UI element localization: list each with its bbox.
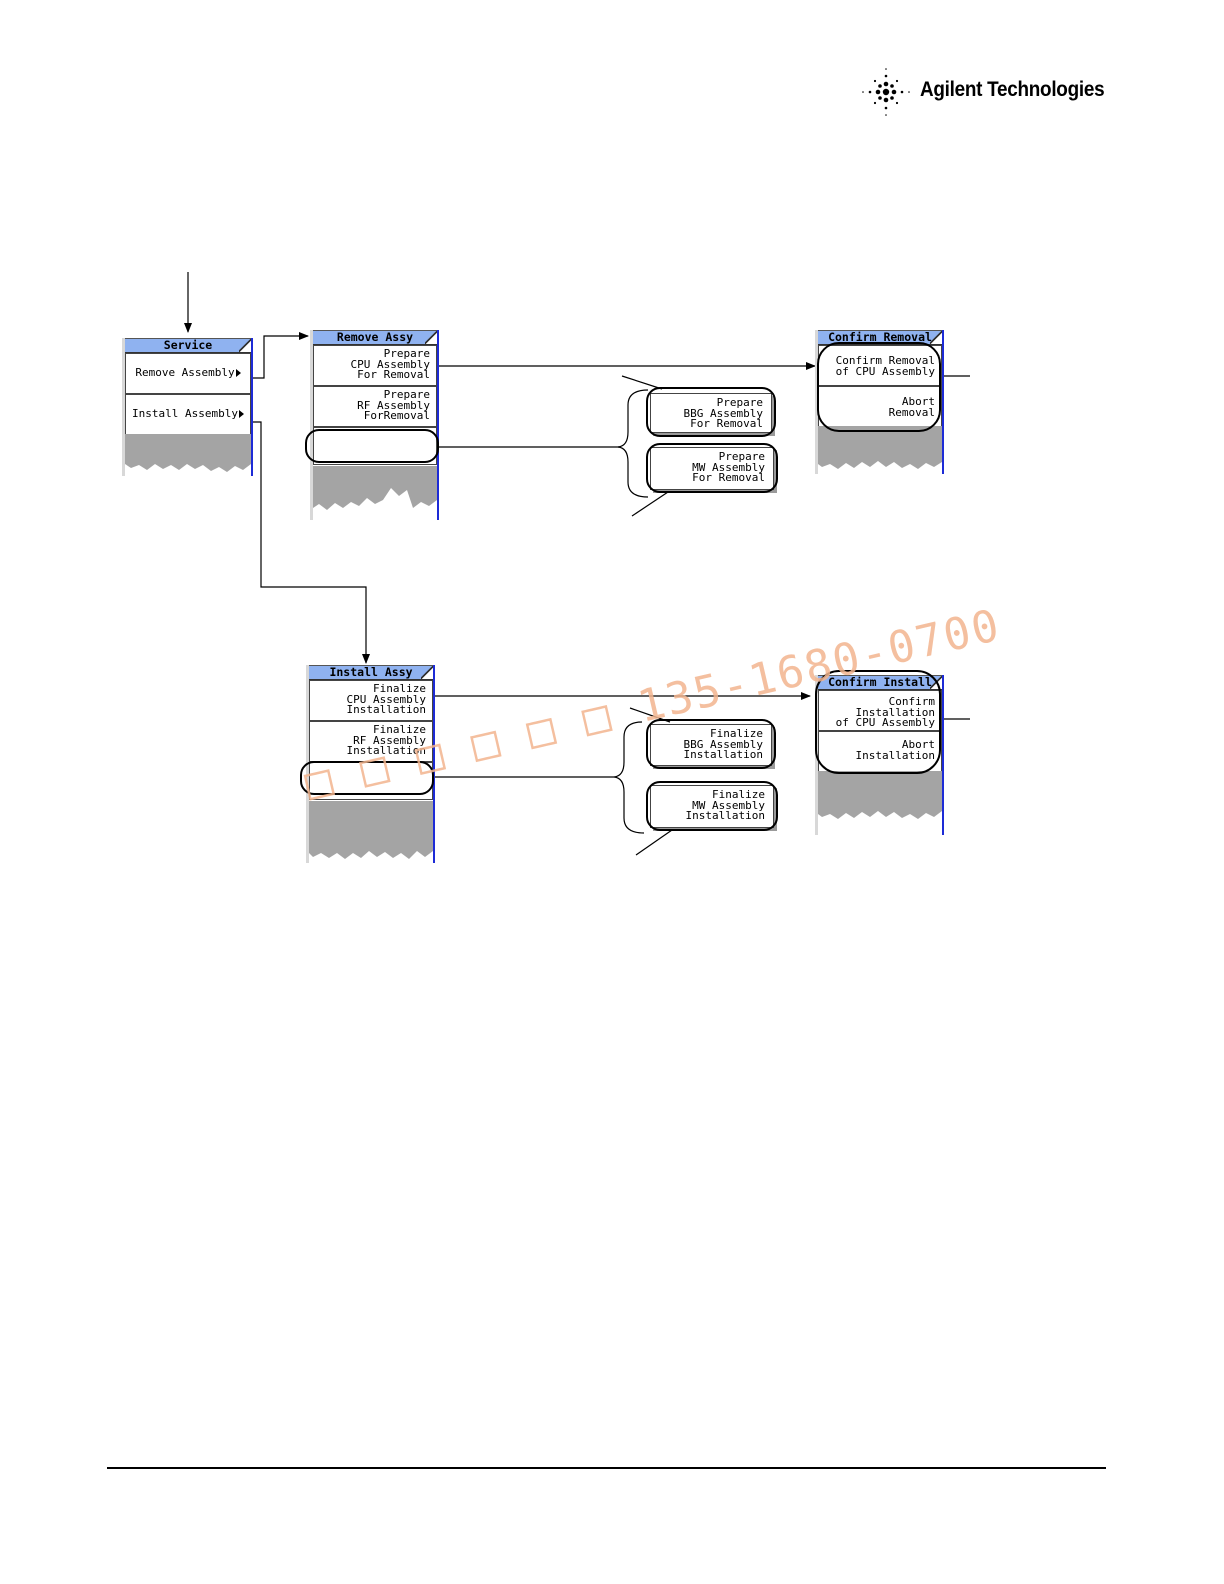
torn-edge bbox=[125, 434, 251, 472]
install-assy-menu: Install Assy Finalize CPU Assembly Insta… bbox=[306, 665, 435, 863]
confirm-removal-callout bbox=[817, 342, 941, 432]
torn-edge bbox=[313, 466, 437, 510]
prepare-mw-removal-key[interactable]: Prepare MW Assembly For Removal bbox=[650, 447, 774, 490]
finalize-cpu-install-key[interactable]: Finalize CPU Assembly Installation bbox=[309, 680, 433, 721]
remove-assembly-label: Remove Assembly bbox=[135, 366, 235, 379]
bbg-removal-callout bbox=[646, 387, 776, 437]
remove-submenu-callout bbox=[305, 429, 439, 463]
footer-rule bbox=[107, 1467, 1106, 1469]
confirm-install-callout bbox=[815, 670, 941, 774]
submenu-arrow-icon bbox=[238, 410, 244, 418]
mw-install-callout bbox=[646, 781, 778, 831]
finalize-mw-install-key[interactable]: Finalize MW Assembly Installation bbox=[650, 785, 774, 828]
install-assembly-label: Install Assembly bbox=[132, 407, 238, 420]
prepare-cpu-removal-key[interactable]: Prepare CPU Assembly For Removal bbox=[313, 345, 437, 386]
prepare-rf-removal-key[interactable]: Prepare RF Assembly ForRemoval bbox=[313, 386, 437, 427]
remove-assembly-key[interactable]: Remove Assembly bbox=[125, 353, 251, 394]
finalize-rf-install-key[interactable]: Finalize RF Assembly Installation bbox=[309, 721, 433, 762]
confirm-removal-title: Confirm Removal bbox=[818, 330, 942, 345]
bbg-install-callout bbox=[646, 719, 776, 769]
install-submenu-callout bbox=[300, 761, 434, 795]
torn-edge bbox=[818, 426, 942, 469]
torn-edge bbox=[818, 771, 942, 819]
agilent-logo: Agilent Technologies bbox=[858, 66, 1118, 118]
prepare-bbg-removal-key[interactable]: Prepare BBG Assembly For Removal bbox=[650, 393, 772, 433]
finalize-bbg-install-key[interactable]: Finalize BBG Assembly Installation bbox=[650, 724, 772, 766]
confirm-install-title: Confirm Install bbox=[818, 675, 942, 690]
service-menu-title: Service bbox=[125, 338, 251, 353]
more-removal-key[interactable] bbox=[313, 427, 437, 465]
remove-assy-title: Remove Assy bbox=[313, 330, 437, 345]
install-assy-title: Install Assy bbox=[309, 665, 433, 680]
remove-assy-menu: Remove Assy Prepare CPU Assembly For Rem… bbox=[310, 330, 439, 520]
confirm-cpu-install-key[interactable]: Confirm Installation of CPU Assembly bbox=[818, 690, 942, 731]
torn-edge bbox=[309, 801, 433, 859]
mw-removal-callout bbox=[646, 443, 778, 493]
service-menu: Service Remove Assembly Install Assembly bbox=[122, 338, 253, 476]
submenu-arrow-icon bbox=[235, 369, 241, 377]
spark-icon bbox=[862, 68, 910, 116]
install-assembly-key[interactable]: Install Assembly bbox=[125, 394, 251, 435]
brand-name: Agilent Technologies bbox=[920, 78, 1105, 101]
